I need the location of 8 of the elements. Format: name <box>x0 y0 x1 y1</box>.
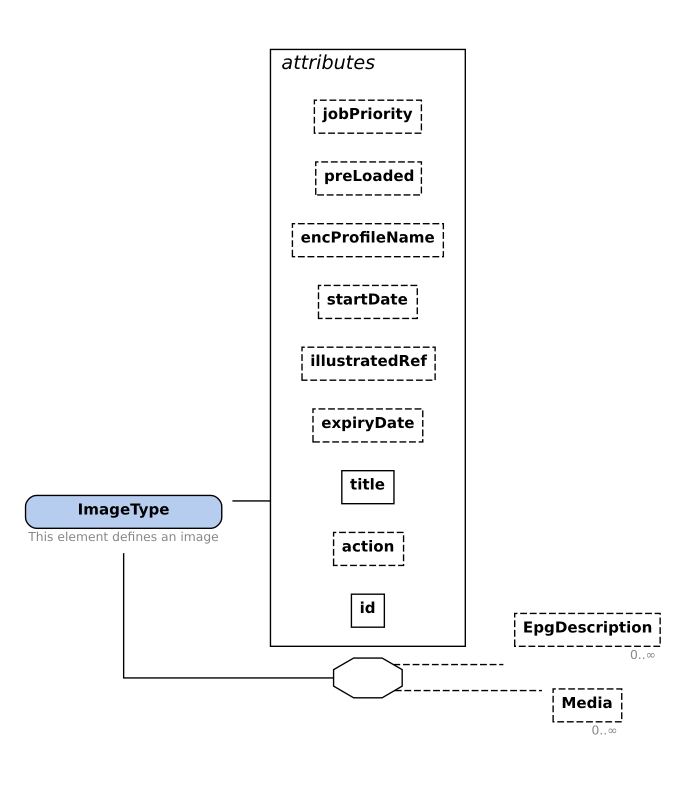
connector <box>232 500 270 502</box>
connector <box>394 690 542 692</box>
node-label: 0..∞ <box>630 648 656 662</box>
node-octagon <box>332 657 403 698</box>
connector <box>122 553 334 679</box>
node-label: 0..∞ <box>592 723 618 738</box>
connector <box>394 664 504 666</box>
node-label: This element defines an image <box>28 530 219 544</box>
